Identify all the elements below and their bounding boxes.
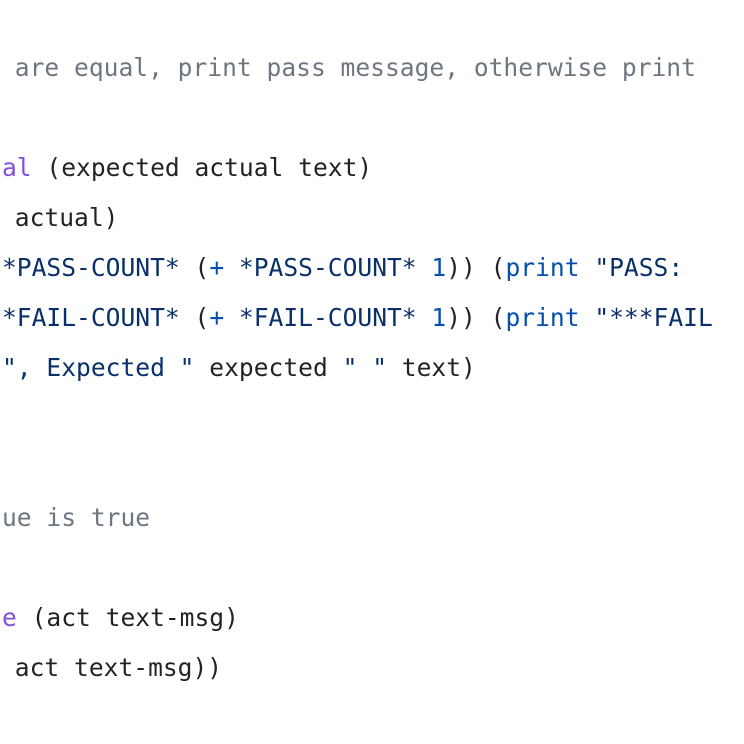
code-token-default: actual) — [0, 203, 119, 232]
code-token-str: "***FAIL — [579, 303, 713, 332]
code-token-default: (expected actual text) — [31, 153, 373, 182]
code-line: act text-msg)) — [0, 643, 222, 693]
code-token-var: *FAIL-COUNT* — [2, 303, 180, 332]
code-token-default: act text-msg)) — [0, 653, 223, 682]
code-token-default: (act text-msg) — [16, 603, 239, 632]
code-line: *PASS-COUNT* (+ *PASS-COUNT* 1)) (print … — [2, 243, 683, 293]
code-token-var: *FAIL-COUNT* — [224, 303, 432, 332]
code-token-default: text) — [387, 353, 476, 382]
code-token-builtin: 1 — [431, 303, 447, 332]
code-line: ue is true — [2, 493, 150, 543]
code-token-fn: al — [2, 153, 32, 182]
code-token-str: " " — [342, 353, 387, 382]
code-token-var: *PASS-COUNT* — [224, 253, 432, 282]
code-line: al (expected actual text) — [2, 143, 372, 193]
code-line: *FAIL-COUNT* (+ *FAIL-COUNT* 1)) (print … — [2, 293, 713, 343]
code-token-comment: ue is true — [2, 503, 151, 532]
code-token-var: *PASS-COUNT* — [2, 253, 180, 282]
code-token-builtin: + — [209, 303, 225, 332]
code-token-builtin: 1 — [431, 253, 447, 282]
code-line: actual) — [0, 193, 119, 243]
code-token-default: ( — [179, 253, 210, 282]
code-token-default: expected — [194, 353, 343, 382]
code-token-builtin: + — [209, 253, 225, 282]
code-token-default: )) ( — [446, 303, 506, 332]
code-token-default: )) ( — [446, 253, 506, 282]
code-line: ", Expected " expected " " text) — [2, 343, 476, 393]
code-token-str: ", Expected " — [2, 353, 195, 382]
code-token-str: "PASS: — [579, 253, 684, 282]
code-line: are equal, print pass message, otherwise… — [0, 43, 696, 93]
code-token-comment: are equal, print pass message, otherwise… — [0, 53, 696, 82]
code-token-builtin: print — [505, 303, 580, 332]
code-token-builtin: print — [505, 253, 580, 282]
code-token-fn: e — [2, 603, 17, 632]
code-line: e (act text-msg) — [2, 593, 239, 643]
code-token-default: ( — [179, 303, 210, 332]
